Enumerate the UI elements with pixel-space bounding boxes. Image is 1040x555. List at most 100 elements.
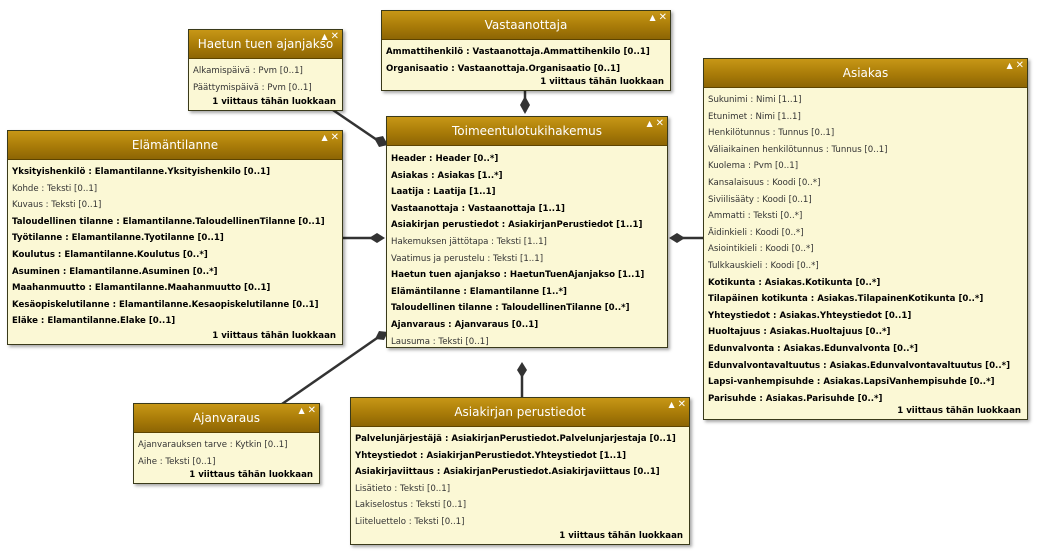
- attribute-row[interactable]: Äidinkieli : Koodi [0..*]: [708, 227, 804, 238]
- attribute-row[interactable]: Lapsi-vanhempisuhde : Asiakas.LapsiVanhe…: [708, 377, 995, 388]
- collapse-icon[interactable]: ▲: [646, 119, 653, 128]
- class-toimeentulotukihakemus[interactable]: Toimeentulotukihakemus ▲✕ Header : Heade…: [386, 116, 668, 348]
- attribute-row[interactable]: Liiteluettelo : Teksti [0..1]: [355, 516, 465, 527]
- attribute-row[interactable]: Kuvaus : Teksti [0..1]: [12, 200, 102, 211]
- attr-list: Palvelunjärjestäjä : AsiakirjanPerustied…: [351, 427, 689, 533]
- attr-list: Yksityishenkilö : Elamantilanne.Yksityis…: [8, 160, 342, 332]
- class-haetun-tuen-ajanjakso[interactable]: Haetun tuen ajanjakso ▲✕ Alkamispäivä : …: [188, 29, 343, 111]
- close-icon[interactable]: ✕: [658, 12, 667, 23]
- attribute-row[interactable]: Tulkkauskieli : Koodi [0..*]: [708, 260, 819, 271]
- attribute-row[interactable]: Etunimet : Nimi [1..1]: [708, 111, 801, 122]
- class-title: Elämäntilanne: [131, 138, 219, 152]
- collapse-icon[interactable]: ▲: [1006, 61, 1013, 70]
- collapse-icon[interactable]: ▲: [321, 133, 328, 142]
- attribute-row[interactable]: Asiakirjan perustiedot : AsiakirjanPerus…: [391, 220, 643, 231]
- close-icon[interactable]: ✕: [655, 118, 664, 129]
- close-icon[interactable]: ✕: [307, 405, 316, 416]
- class-title: Vastaanottaja: [484, 18, 568, 32]
- class-asiakirjan-perustiedot[interactable]: Asiakirjan perustiedot ▲✕ Palvelunjärjes…: [350, 397, 690, 545]
- class-header[interactable]: Haetun tuen ajanjakso ▲✕: [189, 30, 342, 59]
- attribute-row[interactable]: Lausuma : Teksti [0..1]: [391, 336, 489, 347]
- attribute-row[interactable]: Asuminen : Elamantilanne.Asuminen [0..*]: [12, 266, 218, 277]
- attribute-row[interactable]: Kansalaisuus : Koodi [0..*]: [708, 177, 821, 188]
- class-ajanvaraus[interactable]: Ajanvaraus ▲✕ Ajanvarauksen tarve : Kytk…: [133, 403, 320, 484]
- collapse-icon[interactable]: ▲: [321, 32, 328, 41]
- attribute-row[interactable]: Parisuhde : Asiakas.Parisuhde [0..*]: [708, 393, 883, 404]
- reference-count: 1 viittaus tähän luokkaan: [897, 406, 1021, 416]
- attribute-row[interactable]: Alkamispäivä : Pvm [0..1]: [193, 66, 303, 76]
- class-title: Asiakirjan perustiedot: [454, 405, 586, 419]
- attribute-row[interactable]: Väliaikainen henkilötunnus : Tunnus [0..…: [708, 144, 888, 155]
- attribute-row[interactable]: Yksityishenkilö : Elamantilanne.Yksityis…: [12, 167, 271, 177]
- attribute-row[interactable]: Ammattihenkilö : Vastaanottaja.Ammattihe…: [386, 47, 650, 57]
- attribute-row[interactable]: Eläke : Elamantilanne.Elake [0..1]: [12, 316, 176, 327]
- class-header[interactable]: Asiakas ▲✕: [704, 59, 1027, 88]
- attribute-row[interactable]: Edunvalvontavaltuutus : Asiakas.Edunvalv…: [708, 360, 1011, 371]
- close-icon[interactable]: ✕: [330, 31, 339, 42]
- attribute-row[interactable]: Taloudellinen tilanne : TaloudellinenTil…: [391, 303, 630, 314]
- attribute-row[interactable]: Vaatimus ja perustelu : Teksti [1..1]: [391, 253, 544, 264]
- attribute-row[interactable]: Asiakirjaviittaus : AsiakirjanPerustiedo…: [355, 467, 660, 478]
- class-asiakas[interactable]: Asiakas ▲✕ Sukunimi : Nimi [1..1] Etunime…: [703, 58, 1028, 420]
- attribute-row[interactable]: Edunvalvonta : Asiakas.Edunvalvonta [0..…: [708, 343, 918, 354]
- attribute-row[interactable]: Kuolema : Pvm [0..1]: [708, 161, 799, 172]
- reference-count: 1 viittaus tähän luokkaan: [189, 470, 313, 480]
- attribute-row[interactable]: Elämäntilanne : Elamantilanne [1..*]: [391, 286, 567, 297]
- aggregation-diamond-asiakas: [669, 233, 685, 243]
- attribute-row[interactable]: Palvelunjärjestäjä : AsiakirjanPerustied…: [355, 434, 676, 444]
- class-vastaanottaja[interactable]: Vastaanottaja ▲✕ Ammattihenkilö : Vastaa…: [381, 10, 671, 91]
- reference-count: 1 viittaus tähän luokkaan: [212, 331, 336, 341]
- close-icon[interactable]: ✕: [1015, 60, 1024, 71]
- attribute-row[interactable]: Yhteystiedot : Asiakas.Yhteystiedot [0..…: [708, 310, 912, 321]
- attribute-row[interactable]: Aihe : Teksti [0..1]: [138, 456, 216, 467]
- attribute-row[interactable]: Lisätieto : Teksti [0..1]: [355, 483, 451, 494]
- close-icon[interactable]: ✕: [330, 132, 339, 143]
- close-icon[interactable]: ✕: [677, 399, 686, 410]
- attribute-row[interactable]: Laatija : Laatija [1..1]: [391, 187, 496, 198]
- attribute-row[interactable]: Työtilanne : Elamantilanne.Tyotilanne [0…: [12, 233, 224, 244]
- attr-list: Sukunimi : Nimi [1..1] Etunimet : Nimi [1…: [704, 88, 1027, 409]
- class-title: Haetun tuen ajanjakso: [197, 37, 334, 51]
- attribute-row[interactable]: Henkilötunnus : Tunnus [0..1]: [708, 128, 835, 139]
- collapse-icon[interactable]: ▲: [668, 400, 675, 409]
- class-header[interactable]: Elämäntilanne ▲✕: [8, 131, 342, 160]
- attribute-row[interactable]: Sukunimi : Nimi [1..1]: [708, 95, 802, 105]
- class-title: Toimeentulotukihakemus: [451, 124, 603, 138]
- attribute-row[interactable]: Ajanvaraus : Ajanvaraus [0..1]: [391, 319, 539, 330]
- collapse-icon[interactable]: ▲: [649, 13, 656, 22]
- attribute-row[interactable]: Organisaatio : Vastaanottaja.Organisaati…: [386, 63, 621, 74]
- attribute-row[interactable]: Päättymispäivä : Pvm [0..1]: [193, 82, 312, 93]
- class-title: Asiakas: [842, 66, 889, 80]
- aggregation-diamond-vastaanottaja: [520, 96, 530, 114]
- attribute-row[interactable]: Asiointikieli : Koodi [0..*]: [708, 244, 814, 255]
- attribute-row[interactable]: Siviilisääty : Koodi [0..1]: [708, 194, 812, 205]
- attribute-row[interactable]: Vastaanottaja : Vastaanottaja [1..1]: [391, 203, 565, 214]
- attribute-row[interactable]: Maahanmuutto : Elamantilanne.Maahanmuutt…: [12, 283, 271, 294]
- class-header[interactable]: Ajanvaraus ▲✕: [134, 404, 319, 433]
- attr-list: Ammattihenkilö : Vastaanottaja.Ammattihe…: [382, 40, 670, 79]
- attr-list: Header : Header [0..*] Asiakas : Asiakas …: [387, 146, 667, 352]
- aggregation-diamond-elamantilanne: [369, 233, 385, 243]
- attribute-row[interactable]: Asiakas : Asiakas [1..*]: [391, 170, 503, 181]
- attribute-row[interactable]: Tilapäinen kotikunta : Asiakas.Tilapaine…: [708, 294, 984, 305]
- attribute-row[interactable]: Yhteystiedot : AsiakirjanPerustiedot.Yht…: [355, 450, 627, 461]
- attribute-row[interactable]: Koulutus : Elamantilanne.Koulutus [0..*]: [12, 249, 208, 260]
- attribute-row[interactable]: Lakiselostus : Teksti [0..1]: [355, 500, 467, 511]
- attribute-row[interactable]: Kohde : Teksti [0..1]: [12, 183, 98, 194]
- class-title: Ajanvaraus: [192, 411, 261, 425]
- attribute-row[interactable]: Huoltajuus : Asiakas.Huoltajuus [0..*]: [708, 327, 891, 338]
- class-header[interactable]: Asiakirjan perustiedot ▲✕: [351, 398, 689, 427]
- class-elamantilanne[interactable]: Elämäntilanne ▲✕ Yksityishenkilö : Elama…: [7, 130, 343, 345]
- class-header[interactable]: Toimeentulotukihakemus ▲✕: [387, 117, 667, 146]
- attribute-row[interactable]: Taloudellinen tilanne : Elamantilanne.Ta…: [12, 216, 325, 227]
- attribute-row[interactable]: Kotikunta : Asiakas.Kotikunta [0..*]: [708, 277, 881, 288]
- attribute-row[interactable]: Header : Header [0..*]: [391, 154, 499, 164]
- attribute-row[interactable]: Ammatti : Teksti [0..*]: [708, 211, 803, 222]
- attribute-row[interactable]: Kesäopiskelutilanne : Elamantilanne.Kesa…: [12, 299, 319, 310]
- class-header[interactable]: Vastaanottaja ▲✕: [382, 11, 670, 40]
- attribute-row[interactable]: Haetun tuen ajanjakso : HaetunTuenAjanja…: [391, 270, 645, 281]
- attribute-row[interactable]: Hakemuksen jättötapa : Teksti [1..1]: [391, 236, 547, 247]
- reference-count: 1 viittaus tähän luokkaan: [540, 77, 664, 87]
- attribute-row[interactable]: Ajanvarauksen tarve : Kytkin [0..1]: [138, 440, 288, 450]
- collapse-icon[interactable]: ▲: [298, 406, 305, 415]
